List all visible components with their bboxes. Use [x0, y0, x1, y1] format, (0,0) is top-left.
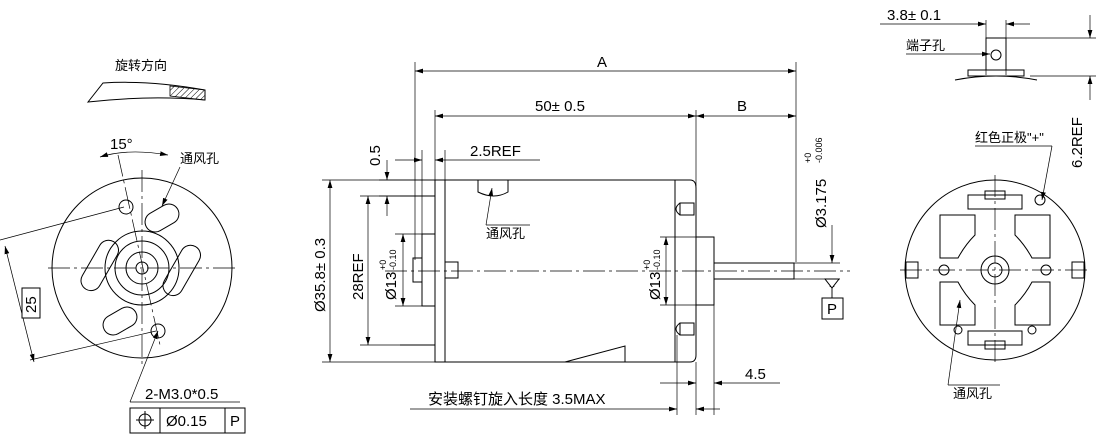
tol-boss-right-down: -0.10: [652, 249, 662, 270]
red-positive-label: 红色正极"+": [975, 130, 1044, 145]
dim-28ref-label: 28REF: [350, 253, 367, 300]
tol-boss-left-up: +0: [378, 260, 388, 270]
tol-boss-right-up: +0: [642, 260, 652, 270]
motor-body: [434, 179, 697, 363]
dim-0-5-label: 0.5: [367, 145, 384, 166]
dim-25-label: 25: [23, 296, 40, 313]
vent-slot-ll-icon: [939, 281, 976, 326]
fcf-datum: P: [230, 413, 240, 430]
dim-6-2ref-label: 6.2REF: [1069, 117, 1086, 168]
brush-holder-top: [967, 194, 1023, 210]
left-boss: [421, 233, 436, 307]
rotation-direction-label: 旋转方向: [115, 58, 167, 73]
positive-terminal-icon: [1034, 194, 1046, 206]
right-end-view: 3.8± 0.1 端子孔 6.2REF 红色正极"+": [880, 7, 1096, 401]
tol-shaft-up: +0: [803, 153, 813, 163]
vent-hole-label-left: 通风孔: [180, 151, 219, 166]
terminal-hole-label: 端子孔: [906, 38, 945, 53]
dim-body-dia-label: Ø35.8± 0.3: [312, 238, 329, 312]
rotation-arrow-hatch: [169, 85, 206, 101]
dim-a-label: A: [597, 54, 607, 71]
dim-length-label: 50± 0.5: [535, 98, 585, 115]
vent-hole-label-right: 通风孔: [953, 386, 992, 401]
vent-slot-right-icon: [162, 244, 201, 297]
vent-hole-label-side: 通风孔: [486, 226, 525, 241]
left-end-view: 旋转方向 15° 通风孔 25 2-M3.0*0.5: [0, 58, 246, 434]
tol-boss-left-down: -0.10: [388, 249, 398, 270]
side-view: A 50± 0.5 B 2.5REF 0.5 Ø35.8± 0.3 28REF: [312, 54, 850, 415]
dim-2-5ref-label: 2.5REF: [470, 143, 521, 160]
tol-shaft-down: -0.006: [814, 137, 824, 163]
datum-p-box: [821, 297, 844, 320]
mount-holes-label: 2-M3.0*0.5: [145, 386, 218, 403]
datum-p-label: P: [827, 301, 837, 318]
vent-slot-ul-icon: [939, 214, 976, 259]
dim-b-label: B: [737, 98, 747, 115]
dim-4-5-label: 4.5: [745, 366, 766, 383]
screw-depth-label: 安装螺钉旋入长度 3.5MAX: [428, 391, 606, 408]
vent-slot-lr-icon: [1014, 281, 1051, 326]
vent-slot-bottom-icon: [102, 306, 138, 336]
dim-shaft-label: Ø3.175: [813, 179, 830, 228]
mount-hole-top-icon: [118, 199, 134, 215]
terminal-hole-icon: [990, 49, 1002, 61]
brush-holder-bottom: [967, 330, 1023, 346]
mount-hole-bottom-icon: [150, 323, 166, 339]
angle-15-label: 15°: [110, 136, 133, 153]
dim-boss-right-label: Ø13: [647, 272, 664, 300]
dim-boss-left-label: Ø13: [383, 272, 400, 300]
dim-3-8-label: 3.8± 0.1: [887, 7, 941, 24]
vent-slot-ur-icon: [1014, 214, 1051, 259]
fcf-tolerance: Ø0.15: [166, 413, 207, 430]
vent-slot-left-icon: [80, 239, 119, 292]
vent-slot-top-icon: [144, 203, 180, 233]
